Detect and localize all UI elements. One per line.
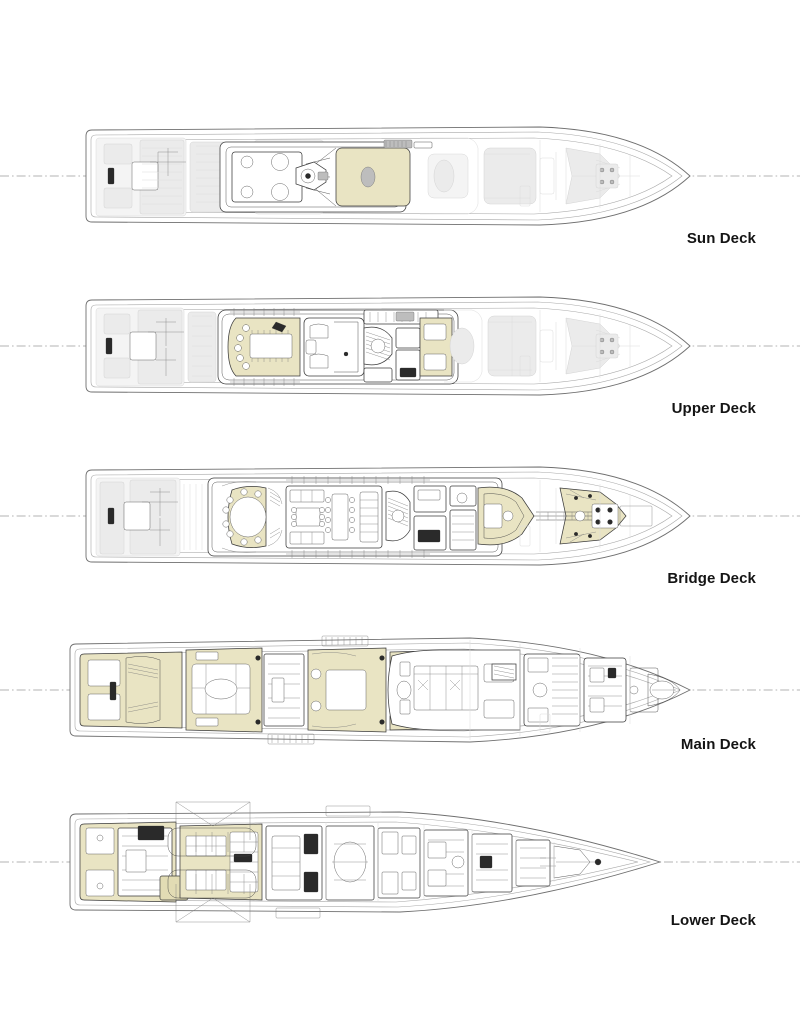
deck-drawing-sun-deck — [0, 118, 800, 238]
deck-block-bridge-deck: Bridge Deck — [0, 458, 800, 588]
deck-block-lower-deck: Lower Deck — [0, 792, 800, 942]
deck-label-bridge-deck: Bridge Deck — [667, 570, 756, 587]
deck-drawing-main-deck — [0, 624, 800, 756]
deck-label-lower-deck: Lower Deck — [670, 912, 756, 929]
deck-drawing-lower-deck — [0, 792, 800, 937]
deck-drawing-upper-deck — [0, 288, 800, 408]
deck-block-sun-deck: Sun Deck — [0, 118, 800, 248]
deck-block-upper-deck: Upper Deck — [0, 288, 800, 418]
deck-label-sun-deck: Sun Deck — [686, 230, 756, 247]
deck-label-main-deck: Main Deck — [680, 736, 756, 753]
deck-drawing-bridge-deck — [0, 458, 800, 578]
deck-label-upper-deck: Upper Deck — [671, 400, 756, 417]
deck-block-main-deck: Main Deck — [0, 624, 800, 764]
